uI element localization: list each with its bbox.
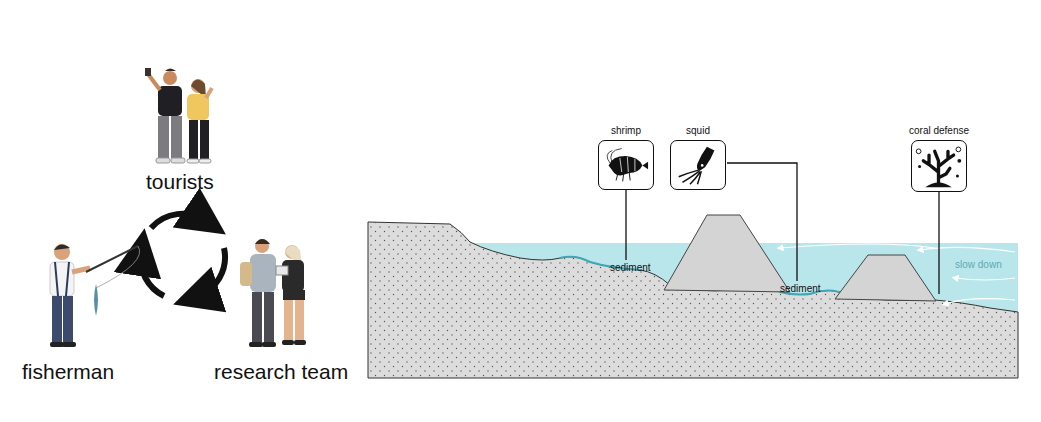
node-label: coral defense <box>909 125 969 136</box>
research-team-figure <box>240 239 306 347</box>
node-label: squid <box>686 125 710 136</box>
flow-arrows <box>780 244 1015 304</box>
icon-node: shrimp <box>598 125 654 190</box>
icon-box <box>911 140 967 192</box>
icon-box <box>670 140 726 190</box>
breakwater <box>835 255 936 301</box>
group-label: fisherman <box>22 360 114 383</box>
animal-icon <box>671 141 724 188</box>
annotation-label: slow down <box>955 259 1002 270</box>
cycle-arrows <box>141 214 225 297</box>
animal-icon <box>912 141 965 190</box>
fisherman-figure <box>50 244 140 347</box>
icon-box <box>598 140 654 190</box>
tourists-figure <box>145 68 212 163</box>
icon-node: squid <box>670 125 726 190</box>
icon-node: coral defense <box>909 125 969 192</box>
node-label: shrimp <box>611 125 641 136</box>
group-label: research team <box>214 360 348 383</box>
animal-icon <box>599 141 652 188</box>
annotation-label: sediment <box>610 262 651 273</box>
breakwater <box>664 215 790 292</box>
annotation-label: sediment <box>780 283 821 294</box>
group-label: tourists <box>146 170 214 193</box>
